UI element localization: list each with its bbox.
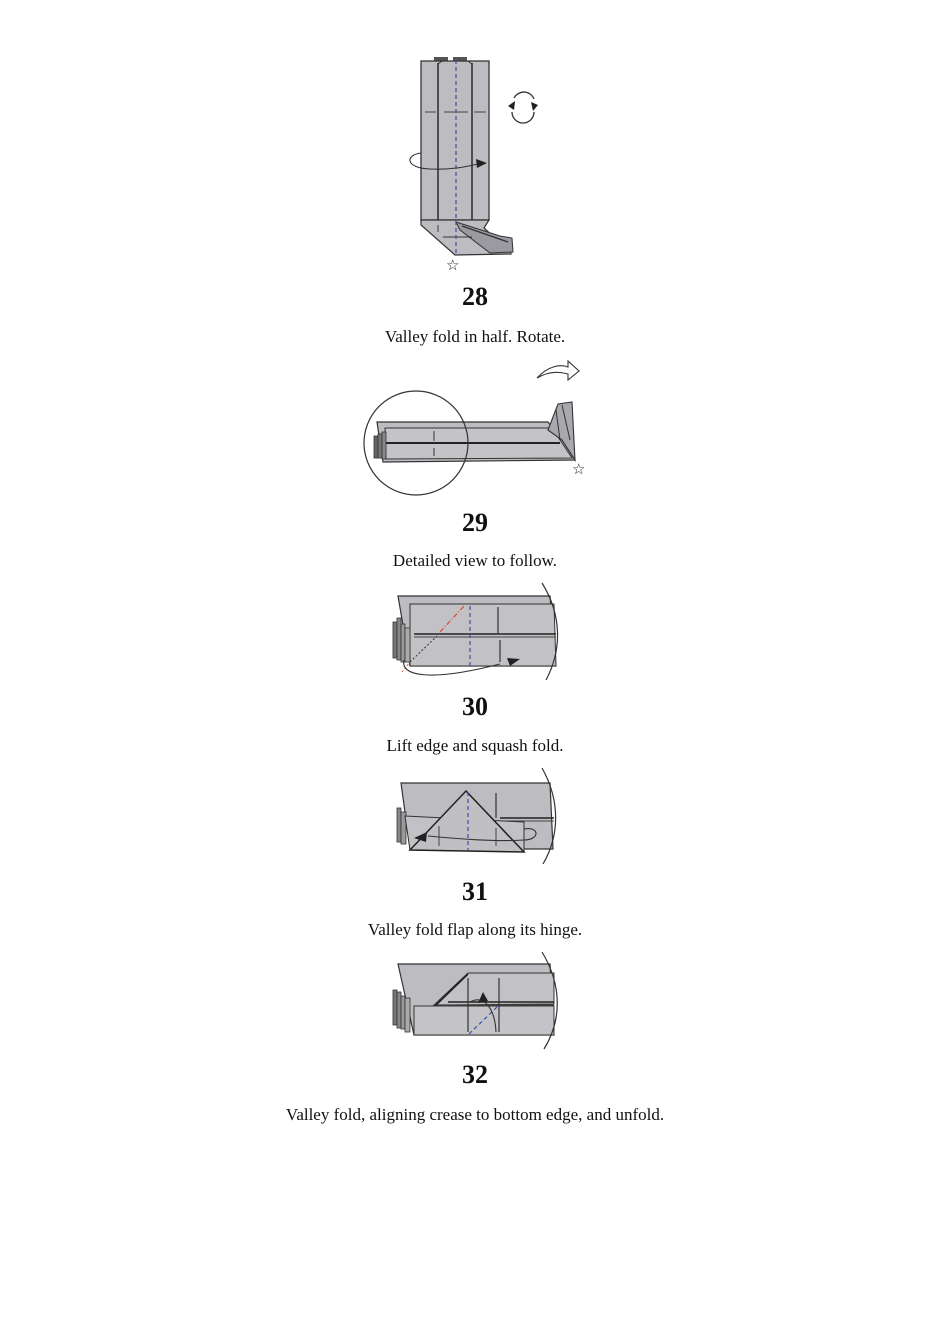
step-caption: Lift edge and squash fold. (386, 736, 564, 755)
star-reference-icon: ☆ (572, 460, 585, 478)
detail-circle (363, 390, 469, 496)
step-number: 32 (462, 1060, 488, 1089)
step-caption: Valley fold, aligning crease to bottom e… (285, 1105, 665, 1124)
step-caption: Detailed view to follow. (392, 551, 558, 570)
step-number: 29 (462, 508, 488, 537)
star-reference-icon: ☆ (446, 256, 459, 274)
step-30-diagram (392, 582, 559, 681)
step-number: 30 (462, 692, 488, 721)
rotate-icon (508, 91, 538, 124)
step-caption: Valley fold flap along its hinge. (367, 920, 583, 939)
step-caption: Valley fold in half. Rotate. (384, 327, 566, 346)
step-29-diagram: ☆ (363, 359, 585, 496)
step-32-diagram (392, 951, 558, 1050)
step-number: 31 (462, 877, 488, 906)
step-number: 28 (462, 282, 488, 311)
step-28-diagram: ☆ (409, 57, 538, 274)
step-31-diagram (396, 767, 557, 865)
